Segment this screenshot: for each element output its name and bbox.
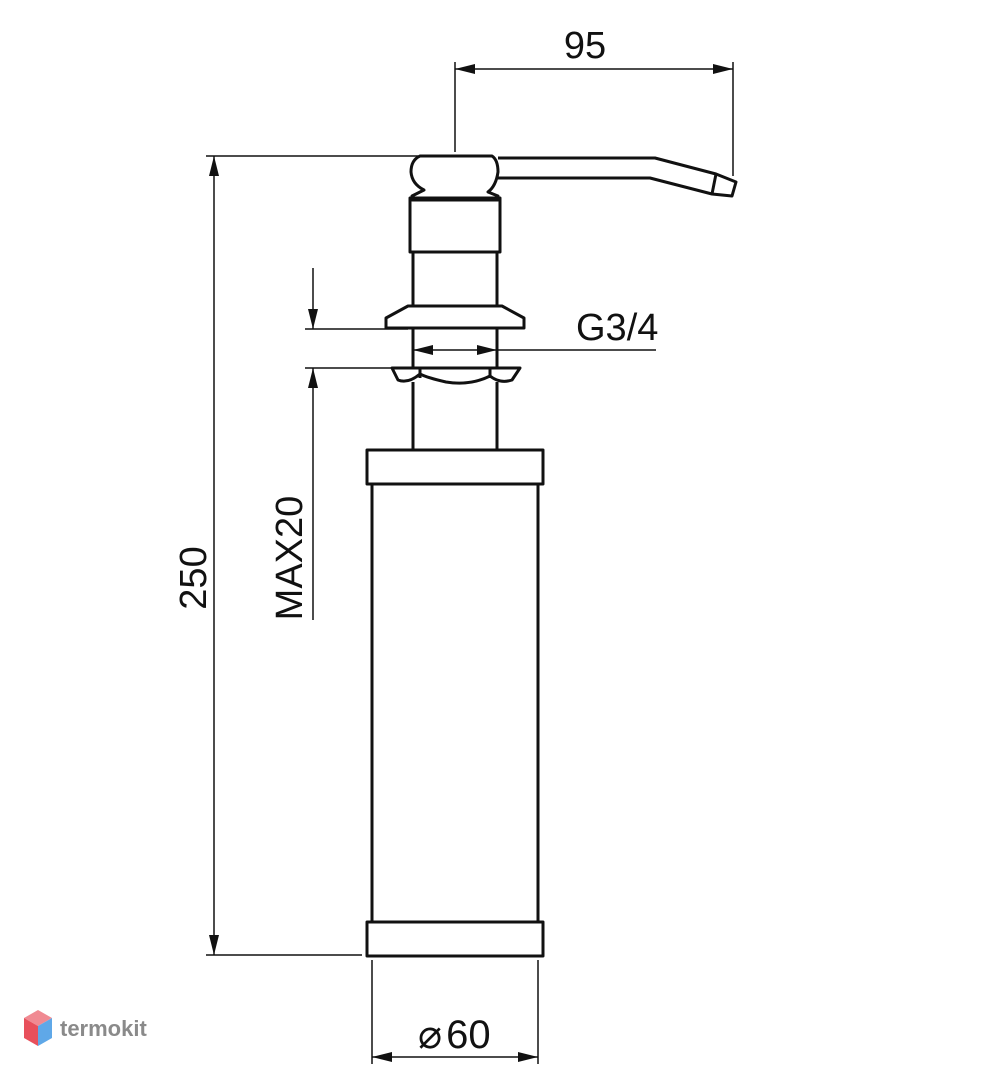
total-height-label: 250 [173,546,215,609]
dimension-spout-reach [454,62,734,176]
bottle-top-cap [365,448,545,486]
collar [408,196,502,254]
thread-label: G3/4 [576,307,658,349]
cube-icon [24,1010,52,1046]
pump-head [409,154,500,202]
spout-nozzle-ring [710,173,718,195]
dimension-diameter [371,960,539,1064]
bottle-bottom-cap [365,920,545,958]
spout-reach-label: 95 [564,25,606,67]
diameter-label: ⌀60 [418,1013,491,1057]
dimension-total-height [206,155,418,956]
brand-name: termokit [60,1016,147,1041]
dimension-max-thickness [305,268,408,620]
dispenser-body [365,154,738,958]
bottle-body [370,482,540,924]
spout [498,156,738,198]
termokit-logo: termokit [24,1010,147,1046]
max-thickness-label: MAX20 [269,496,311,621]
top-flange [384,304,526,330]
lock-nut [390,366,522,385]
